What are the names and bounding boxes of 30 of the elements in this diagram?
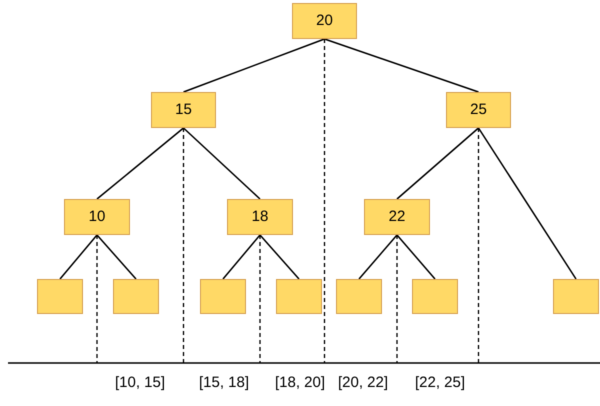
tree-edge — [96, 234, 137, 280]
empty-node — [37, 279, 83, 314]
tree-edge — [183, 38, 325, 93]
interval-label: [10, 15] — [114, 373, 166, 393]
tree-node: 18 — [227, 199, 293, 235]
tree-node: 20 — [292, 3, 357, 39]
tree-edge — [396, 234, 436, 280]
interval-label: [18, 20] — [274, 373, 326, 393]
tree-node: 22 — [364, 199, 430, 235]
tree-edge — [183, 127, 260, 200]
empty-node — [113, 279, 159, 314]
empty-node — [553, 279, 599, 314]
tree-node: 10 — [64, 199, 130, 235]
tree-edge — [324, 38, 479, 93]
tree-edge — [358, 234, 398, 280]
interval-label: [20, 22] — [338, 373, 388, 393]
empty-node — [412, 279, 458, 314]
tree-edge — [396, 127, 479, 200]
tree-edge — [222, 234, 261, 280]
empty-node — [336, 279, 382, 314]
interval-label: [15, 18] — [198, 373, 250, 393]
tree-edge — [59, 234, 98, 280]
interval-label: [22, 25] — [414, 373, 466, 393]
tree-edge — [478, 128, 577, 280]
tree-node: 25 — [446, 92, 511, 128]
empty-node — [200, 279, 246, 314]
empty-node — [276, 279, 322, 314]
tree-edge — [96, 127, 184, 200]
tree-node: 15 — [151, 92, 216, 128]
tree-edge — [259, 234, 300, 280]
